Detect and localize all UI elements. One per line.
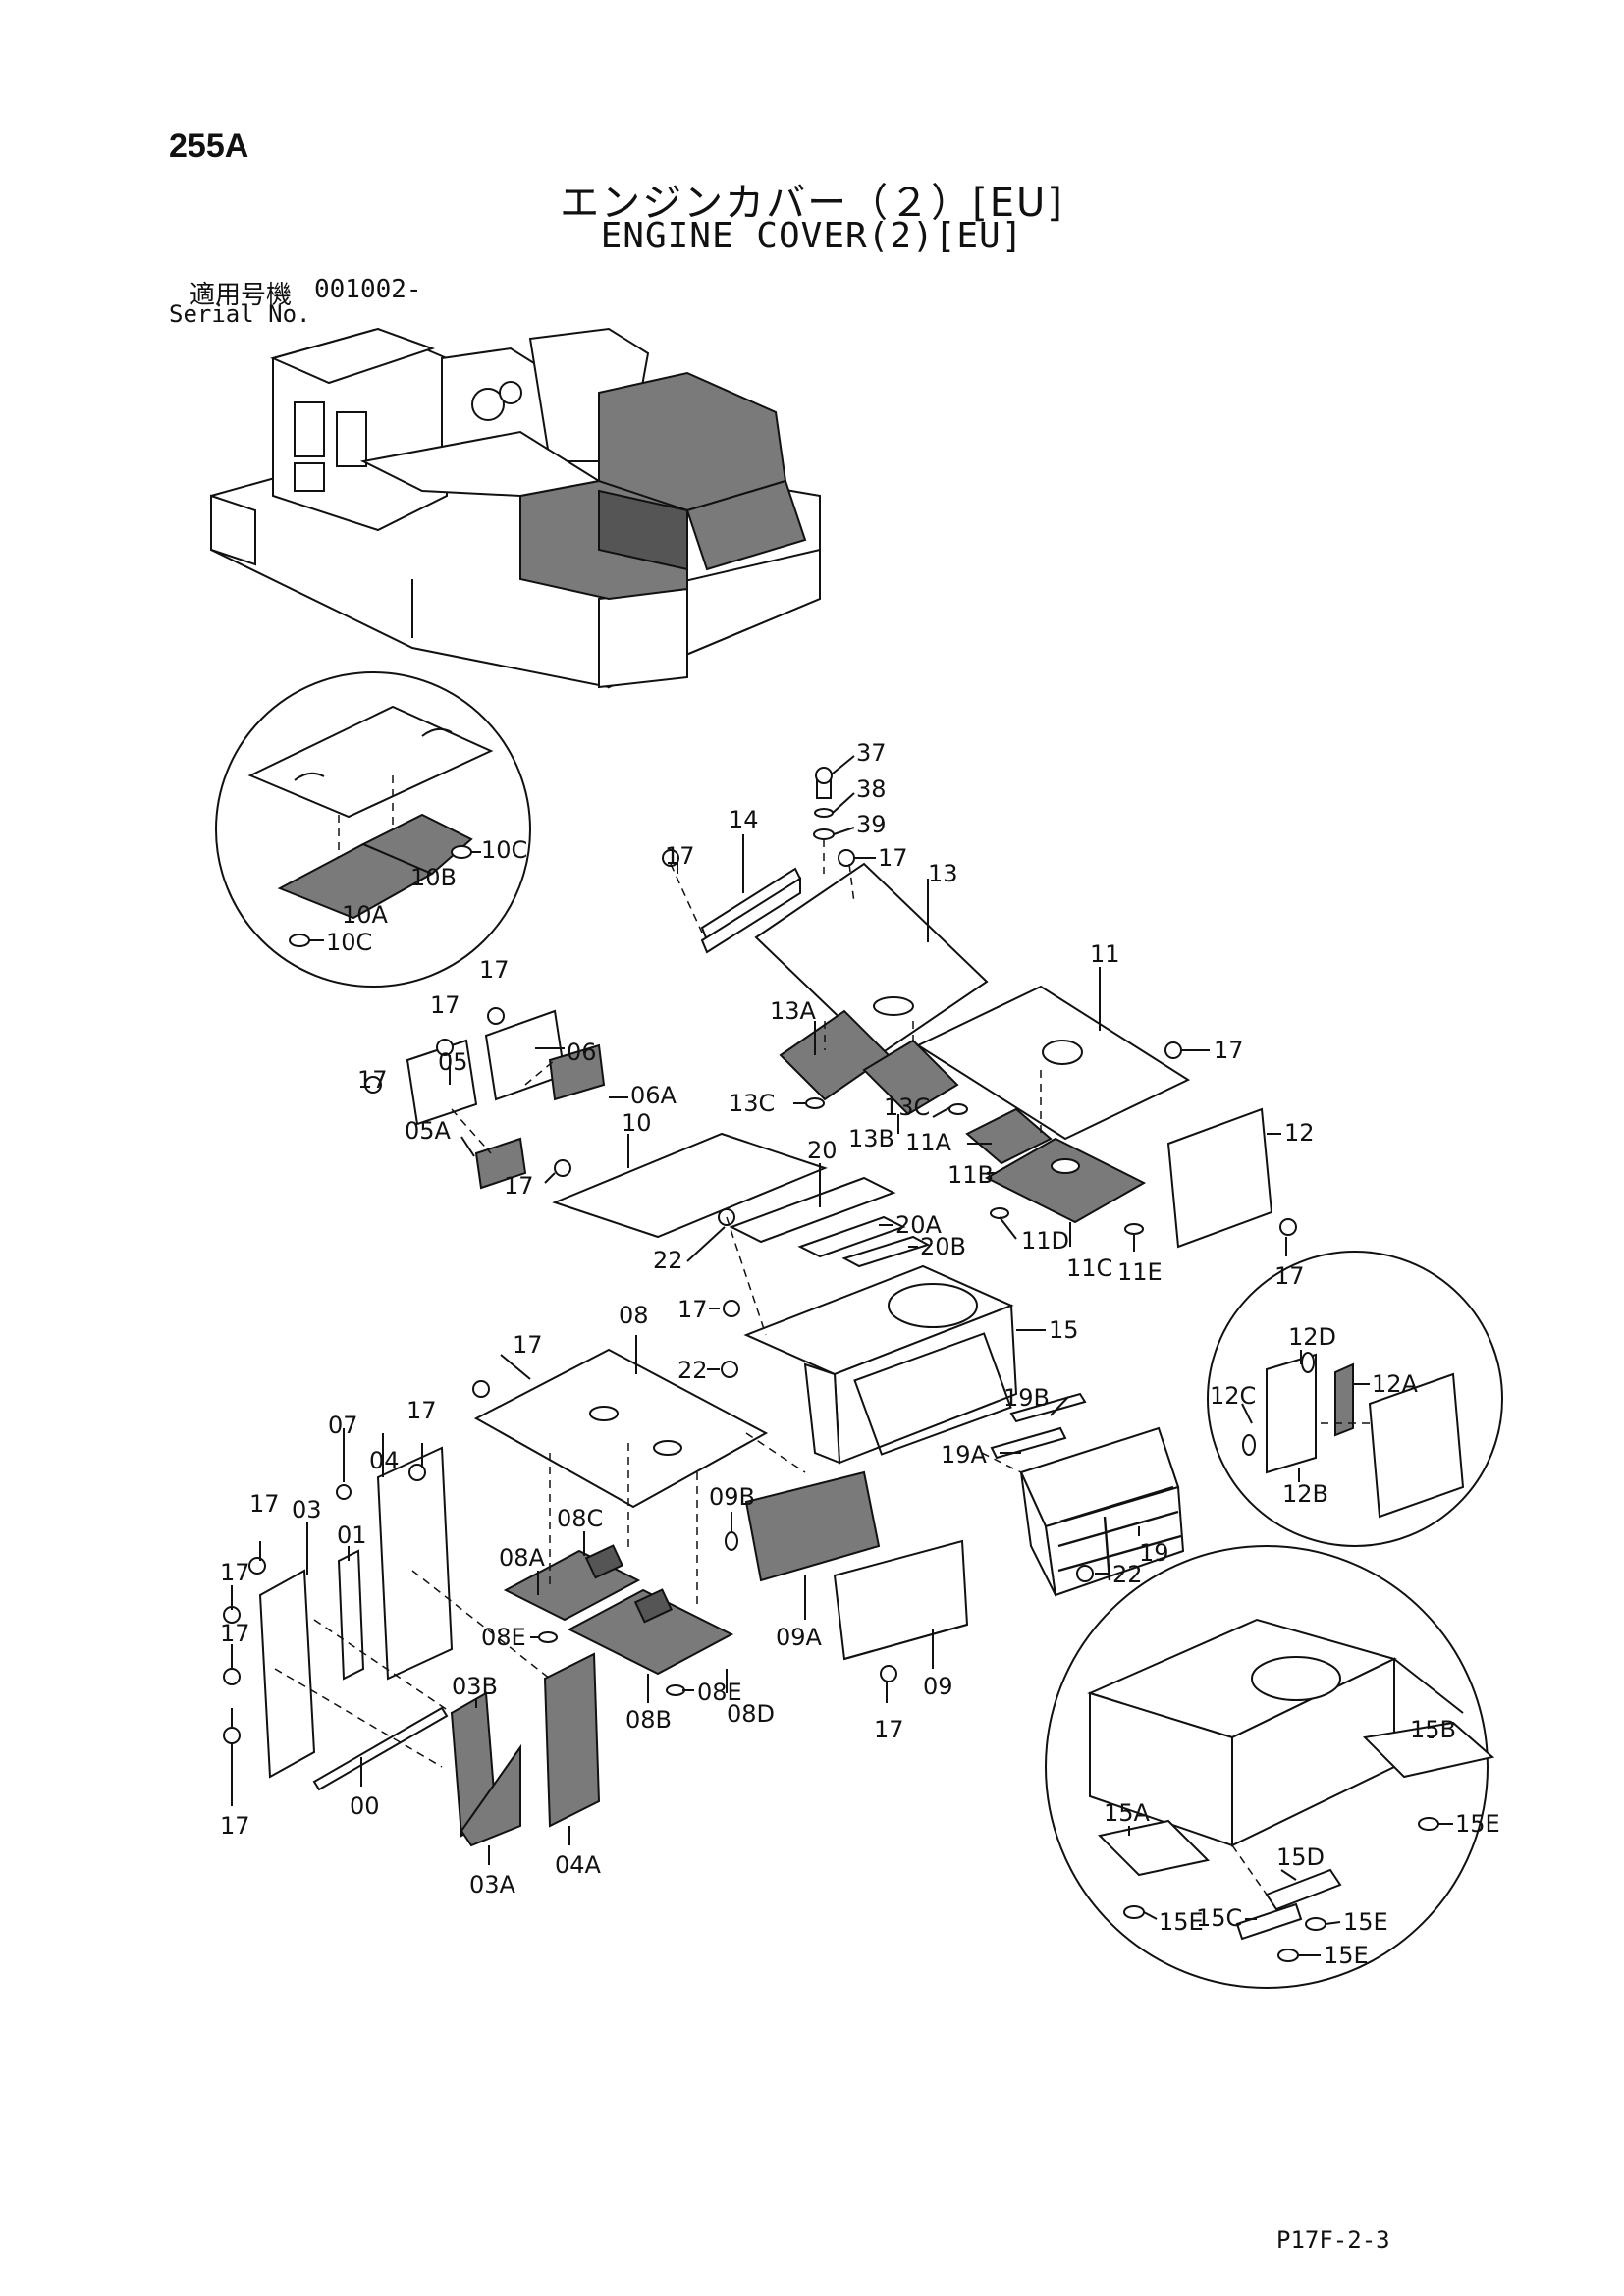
serial-value: 001002-: [314, 275, 422, 304]
label-39: 39: [856, 811, 887, 838]
label-10b: 10B: [410, 864, 457, 891]
label-08c: 08C: [557, 1505, 603, 1532]
label-03b: 03B: [452, 1673, 498, 1700]
label-15e: 15E: [1343, 1908, 1388, 1936]
footer-code: P17F-2-3: [1276, 2226, 1390, 2254]
label-17: 17: [220, 1812, 250, 1840]
label-17: 17: [874, 1716, 904, 1743]
label-11c: 11C: [1066, 1255, 1112, 1282]
label-08b: 08B: [625, 1706, 672, 1734]
label-13c: 13C: [729, 1090, 775, 1117]
label-22: 22: [1112, 1561, 1143, 1588]
label-15: 15: [1049, 1316, 1079, 1344]
label-15e: 15E: [1455, 1810, 1500, 1838]
label-11b: 11B: [947, 1161, 994, 1189]
machine-overview-illustration: [210, 327, 821, 689]
label-17: 17: [1214, 1037, 1244, 1064]
label-38: 38: [856, 775, 887, 803]
serial-label-en: Serial No.: [169, 300, 311, 328]
label-19: 19: [1139, 1539, 1169, 1567]
label-03a: 03A: [469, 1871, 516, 1898]
label-17: 17: [504, 1172, 534, 1200]
page-title-en: ENGINE COVER(2)[EU]: [600, 216, 1024, 256]
label-37: 37: [856, 739, 887, 767]
label-15e: 15E: [1324, 1942, 1369, 1969]
label-17: 17: [677, 1296, 708, 1323]
label-17: 17: [1274, 1262, 1305, 1290]
label-17: 17: [220, 1559, 250, 1586]
label-20: 20: [807, 1137, 838, 1164]
label-17: 17: [665, 842, 695, 870]
label-17: 17: [430, 991, 460, 1019]
label-19b: 19B: [1003, 1384, 1050, 1412]
label-22: 22: [653, 1247, 683, 1274]
label-12a: 12A: [1372, 1370, 1419, 1398]
label-12: 12: [1284, 1119, 1315, 1147]
label-17: 17: [479, 956, 510, 984]
label-17: 17: [249, 1490, 280, 1518]
label-11: 11: [1090, 940, 1120, 968]
label-13a: 13A: [770, 997, 817, 1025]
label-12b: 12B: [1282, 1480, 1328, 1508]
page-title-jp: エンジンカバー（２）[EU]: [560, 181, 1064, 226]
label-15e: 15E: [1159, 1908, 1204, 1936]
label-17: 17: [878, 844, 908, 872]
label-08: 08: [619, 1302, 649, 1329]
label-09a: 09A: [776, 1624, 823, 1651]
label-03: 03: [292, 1496, 322, 1523]
label-15c: 15C: [1196, 1904, 1242, 1932]
label-17: 17: [220, 1620, 250, 1647]
label-08d: 08D: [727, 1700, 775, 1728]
exploded-assembly: [223, 767, 1297, 1847]
label-15d: 15D: [1276, 1843, 1325, 1871]
part-labels: 37 38 39 14 17 17 13 10C 10B 10A 10C 17 …: [220, 739, 1500, 1969]
page-number: 255A: [169, 128, 249, 165]
label-12c: 12C: [1210, 1382, 1256, 1410]
label-08a: 08A: [499, 1544, 546, 1572]
label-13b: 13B: [848, 1125, 894, 1152]
label-10c: 10C: [481, 836, 527, 864]
label-11e: 11E: [1117, 1258, 1163, 1286]
label-06a: 06A: [630, 1082, 677, 1109]
label-20a: 20A: [895, 1211, 943, 1239]
detail-circle-10: [215, 671, 531, 988]
label-10: 10: [622, 1109, 652, 1137]
label-05a: 05A: [405, 1117, 452, 1145]
label-19a: 19A: [941, 1441, 988, 1468]
serial-label-jp: 適用号機: [189, 281, 293, 310]
label-20b: 20B: [920, 1233, 966, 1260]
label-06: 06: [567, 1039, 597, 1066]
label-22: 22: [677, 1357, 708, 1384]
label-17: 17: [406, 1397, 437, 1424]
label-05: 05: [438, 1048, 468, 1076]
label-11d: 11D: [1021, 1227, 1069, 1255]
label-09b: 09B: [709, 1483, 755, 1511]
label-14: 14: [729, 806, 759, 833]
label-00: 00: [350, 1792, 380, 1820]
label-09: 09: [923, 1673, 953, 1700]
label-15a: 15A: [1104, 1799, 1151, 1827]
label-10a: 10A: [342, 901, 389, 929]
label-08e: 08E: [481, 1624, 526, 1651]
label-13c: 13C: [884, 1094, 930, 1121]
leader-lines: [231, 755, 1453, 1956]
label-04: 04: [369, 1447, 400, 1474]
label-13: 13: [928, 860, 958, 887]
detail-circle-12: [1207, 1251, 1503, 1547]
label-15b: 15B: [1410, 1716, 1456, 1743]
label-17: 17: [357, 1066, 388, 1094]
label-12d: 12D: [1288, 1323, 1336, 1351]
detail-circle-15: [1045, 1545, 1495, 1989]
label-01: 01: [337, 1522, 367, 1549]
label-11a: 11A: [905, 1129, 952, 1156]
label-08e: 08E: [697, 1679, 742, 1706]
label-04a: 04A: [555, 1851, 602, 1879]
label-17: 17: [513, 1331, 543, 1359]
label-10c: 10C: [326, 929, 372, 956]
label-07: 07: [328, 1412, 358, 1439]
